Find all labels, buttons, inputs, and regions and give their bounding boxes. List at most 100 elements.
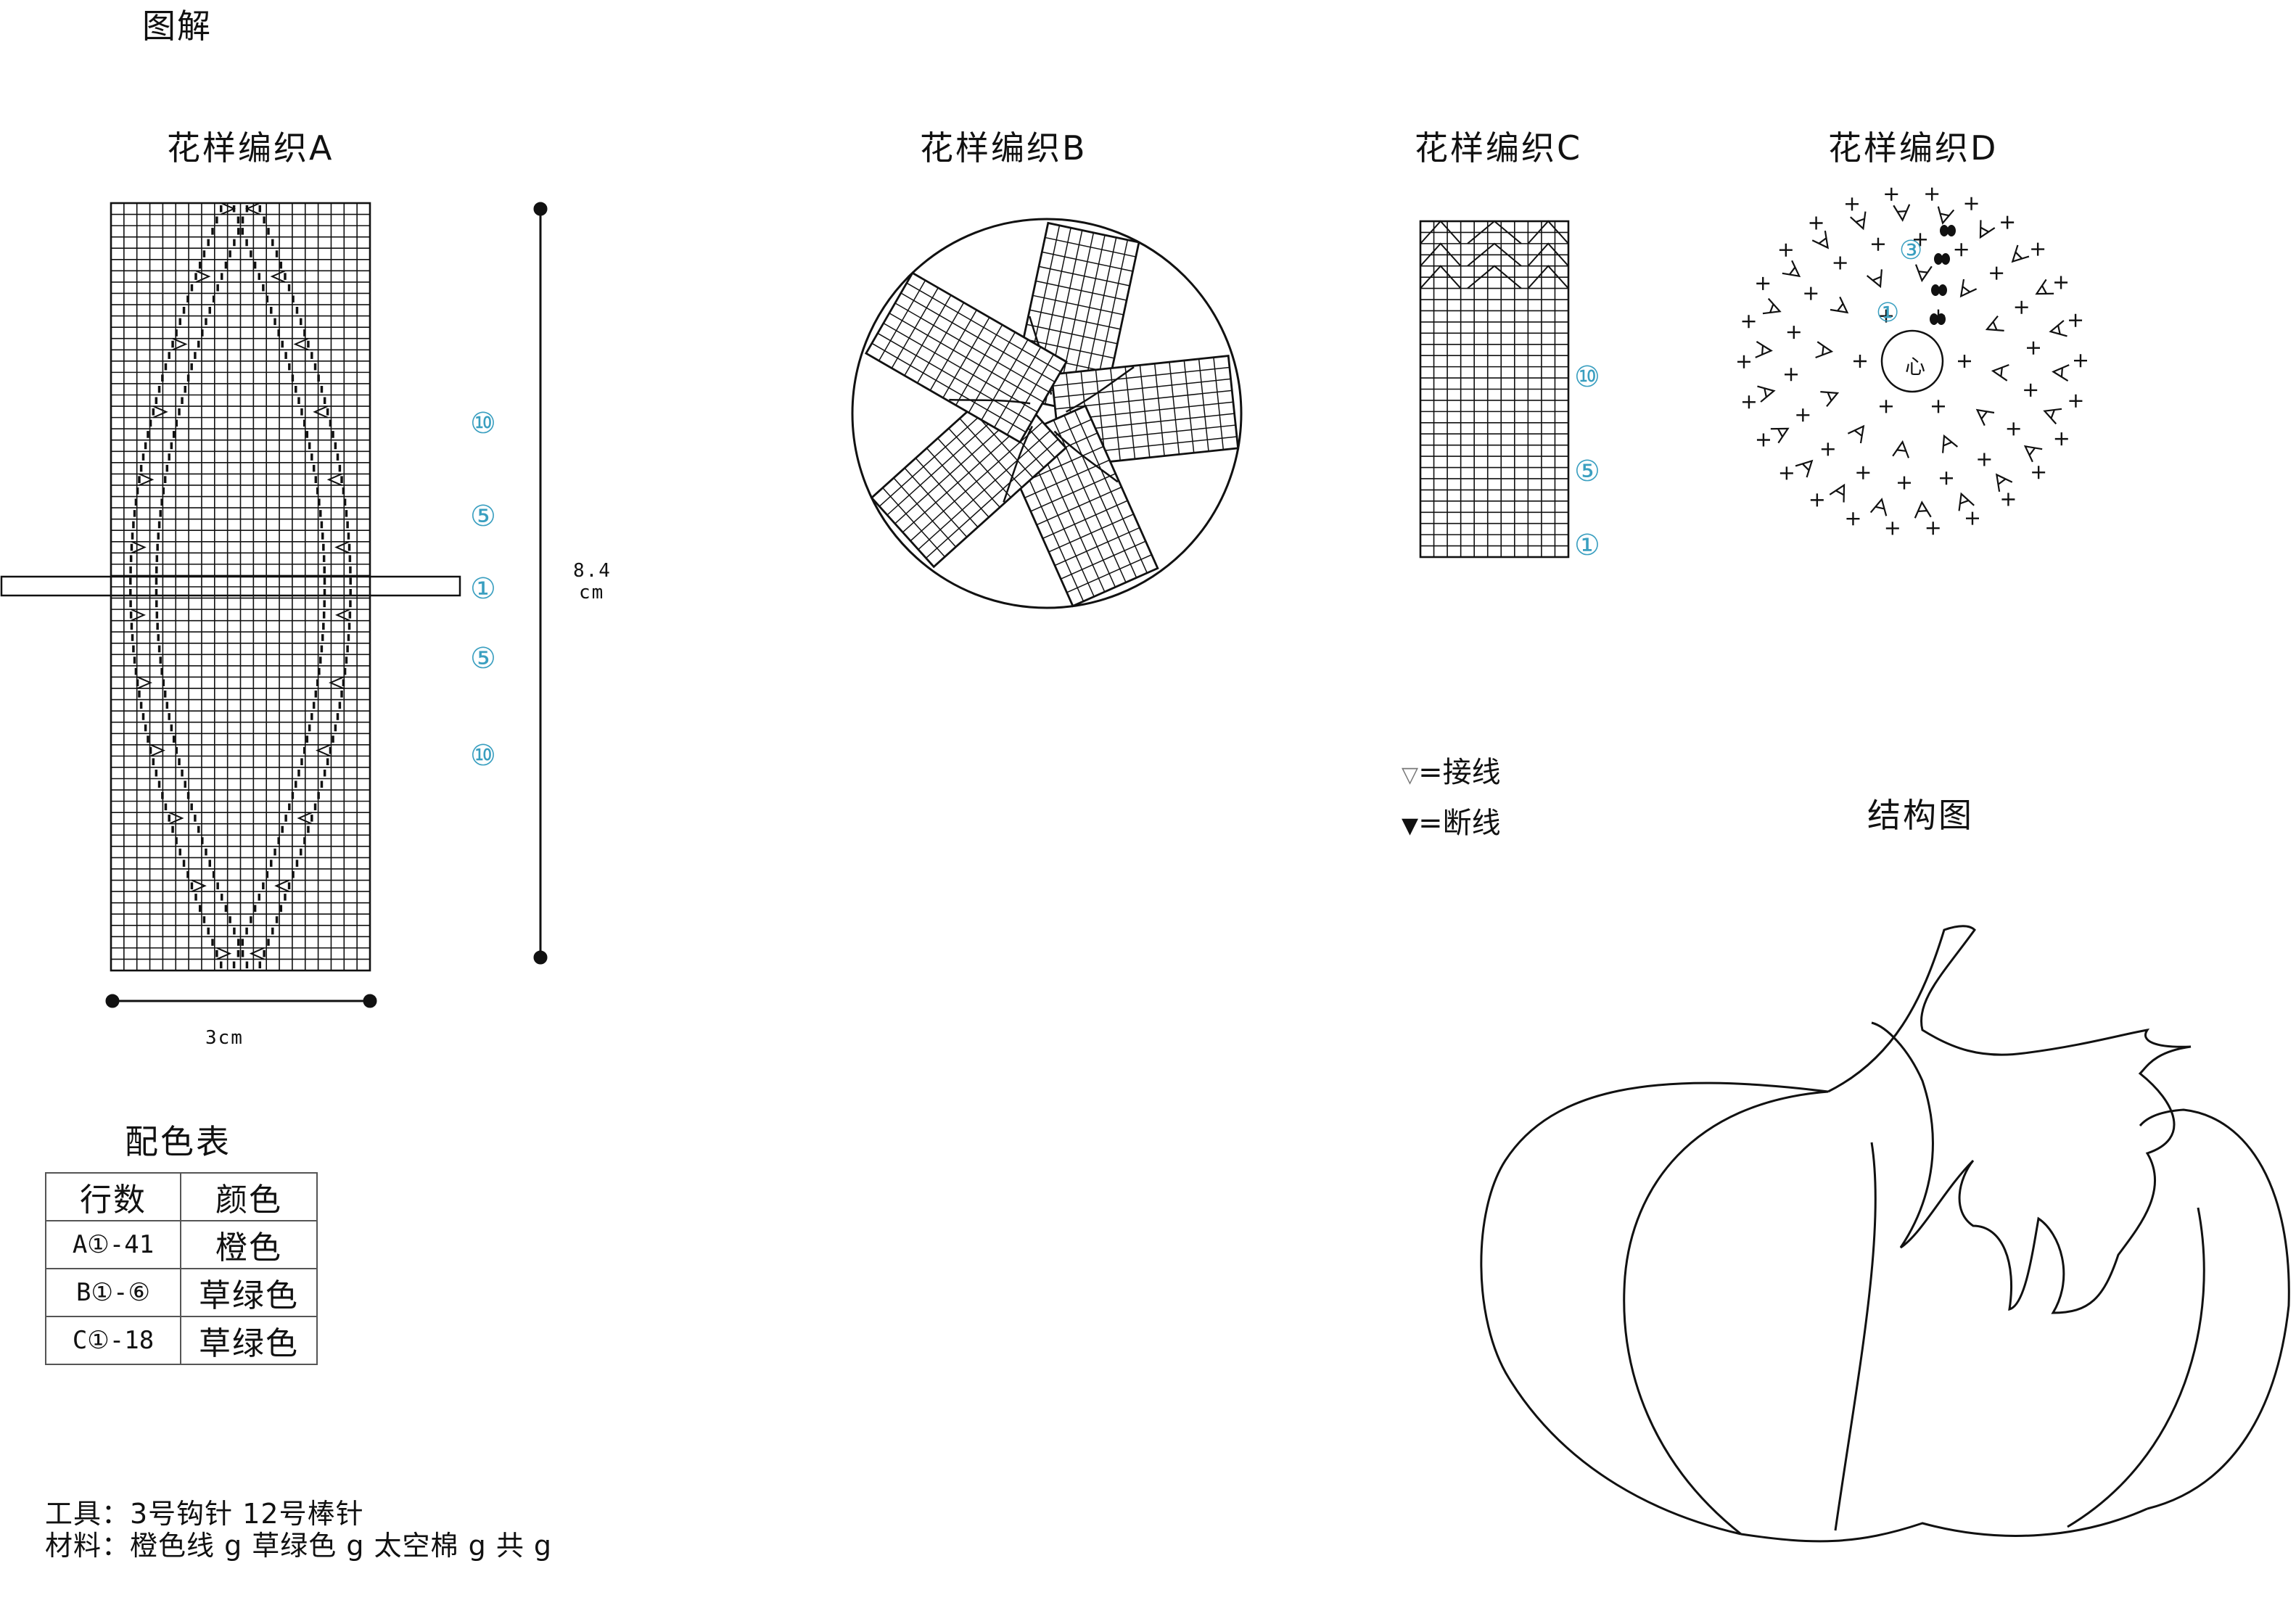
increase-mark	[1937, 206, 1955, 225]
table-cell-rows: B①-⑥	[45, 1268, 181, 1317]
pattern-d-center-ring	[1880, 329, 1944, 393]
increase-mark	[1755, 341, 1773, 358]
chart-gridlines	[111, 203, 370, 971]
single-crochet-mark	[2069, 313, 2083, 327]
increase-mark	[1892, 440, 1910, 458]
color-table-title: 配色表	[125, 1122, 231, 1161]
single-crochet-mark	[2054, 432, 2068, 446]
single-crochet-mark	[2001, 215, 2015, 229]
pattern-a-row-mark: ⑩	[470, 739, 496, 772]
pattern-a-decrease-marks	[131, 202, 350, 960]
single-crochet-mark	[1964, 197, 1978, 210]
tools-text: 工具：3号钩针 12号棒针	[45, 1498, 364, 1530]
single-crochet-mark	[1742, 315, 1756, 329]
pattern-c-marks	[1420, 220, 1569, 289]
pattern-d-chart	[1737, 187, 2087, 535]
legend-join-text: =接线	[1418, 756, 1501, 789]
single-crochet-mark	[1913, 233, 1927, 247]
single-crochet-mark	[1853, 355, 1867, 368]
single-crochet-mark	[2074, 354, 2087, 368]
increase-mark	[2043, 408, 2062, 425]
slip-stitch-dot	[1931, 284, 1940, 296]
pattern-d-center-label: 心	[1905, 355, 1926, 379]
single-crochet-mark	[1756, 276, 1770, 290]
pattern-a-stitch-columns	[129, 205, 352, 968]
pattern-a-row-mark: ⑩	[470, 407, 496, 440]
increase-mark	[1893, 204, 1911, 222]
pattern-a-chart	[110, 202, 371, 972]
increase-mark	[2052, 364, 2070, 382]
blade-curve	[1053, 430, 1119, 483]
single-crochet-mark	[1785, 368, 1798, 382]
increase-mark	[1762, 297, 1782, 315]
pattern-d-row-mark: ①	[1876, 298, 1900, 328]
pattern-c-row-mark: ⑤	[1574, 455, 1600, 488]
slip-stitch-dot	[1941, 253, 1950, 265]
join-thread-icon: ▽	[1402, 762, 1419, 788]
increase-mark	[1795, 459, 1814, 478]
single-crochet-mark	[1810, 493, 1824, 507]
single-crochet-mark	[2001, 493, 2015, 506]
pumpkin-structure-drawing	[1480, 925, 2290, 1543]
slip-stitch-dot	[1934, 253, 1943, 265]
increase-mark	[2011, 244, 2030, 263]
slip-stitch-dot	[1940, 225, 1949, 236]
single-crochet-mark	[1990, 266, 2004, 280]
table-cell-rows: A①-41	[45, 1220, 181, 1269]
blade-curve	[1003, 425, 1033, 503]
single-crochet-mark	[1880, 309, 1893, 323]
pattern-a-row-mark: ⑤	[470, 500, 496, 533]
single-crochet-mark	[1787, 326, 1801, 339]
increase-mark	[1959, 279, 1978, 298]
pattern-c-row-mark: ⑩	[1574, 360, 1600, 394]
single-crochet-mark	[1742, 395, 1756, 409]
pattern-a-height-unit: cm	[579, 582, 605, 603]
table-row: 行数 颜色	[45, 1172, 318, 1221]
pattern-a-width-dimension: 3cm	[205, 1027, 244, 1049]
single-crochet-mark	[1871, 237, 1885, 251]
table-cell-color: 草绿色	[180, 1316, 318, 1365]
materials-text: 材料：橙色线 g 草绿色 g 太空棉 g 共 g	[45, 1530, 553, 1562]
increase-mark	[1829, 483, 1846, 503]
single-crochet-mark	[1958, 355, 1971, 368]
single-crochet-mark	[2024, 383, 2038, 397]
increase-mark	[1995, 473, 2013, 493]
pattern-d-row-mark: ③	[1899, 236, 1923, 265]
increase-mark	[1985, 315, 2004, 331]
blade-gridlines	[871, 280, 1061, 435]
single-crochet-mark	[2054, 276, 2068, 289]
pattern-b-chart	[851, 218, 1243, 609]
pattern-b-outline	[851, 218, 1243, 609]
pattern-a-knitting-needle	[0, 575, 461, 597]
pattern-a-row-mark: ①	[470, 572, 496, 606]
increase-mark	[1979, 220, 1996, 239]
single-crochet-mark	[1932, 400, 1945, 413]
increase-mark	[2035, 279, 2054, 295]
table-row: B①-⑥ 草绿色	[45, 1268, 318, 1317]
single-crochet-mark	[1737, 355, 1750, 368]
single-crochet-mark	[1856, 466, 1870, 479]
table-cell-color: 草绿色	[180, 1268, 318, 1317]
table-header-color: 颜色	[180, 1172, 318, 1221]
legend-join: ▽=接线	[1402, 749, 1501, 791]
increase-mark	[1914, 500, 1932, 519]
increase-mark	[1942, 434, 1959, 453]
single-crochet-mark	[1926, 522, 1940, 535]
slip-stitch-dot	[1937, 313, 1946, 325]
single-crochet-mark	[1809, 216, 1823, 230]
pattern-c-chart	[1419, 220, 1570, 559]
pattern-a-title: 花样编织A	[167, 128, 334, 168]
increase-mark	[2023, 445, 2043, 463]
color-table: 行数 颜色 A①-41 橙色 B①-⑥ 草绿色 C①-18 草绿色	[45, 1172, 318, 1365]
single-crochet-mark	[1804, 287, 1818, 300]
increase-mark	[1811, 230, 1830, 250]
increase-mark	[1850, 211, 1867, 231]
single-crochet-mark	[1779, 466, 1793, 480]
pattern-a-dimensions	[105, 202, 548, 1008]
single-crochet-mark	[1833, 256, 1847, 270]
chart-gridlines	[1420, 221, 1568, 557]
slip-stitch-dot	[1930, 313, 1938, 325]
increase-mark	[1869, 498, 1888, 516]
increase-mark	[2049, 320, 2067, 337]
table-row: A①-41 橙色	[45, 1220, 318, 1269]
